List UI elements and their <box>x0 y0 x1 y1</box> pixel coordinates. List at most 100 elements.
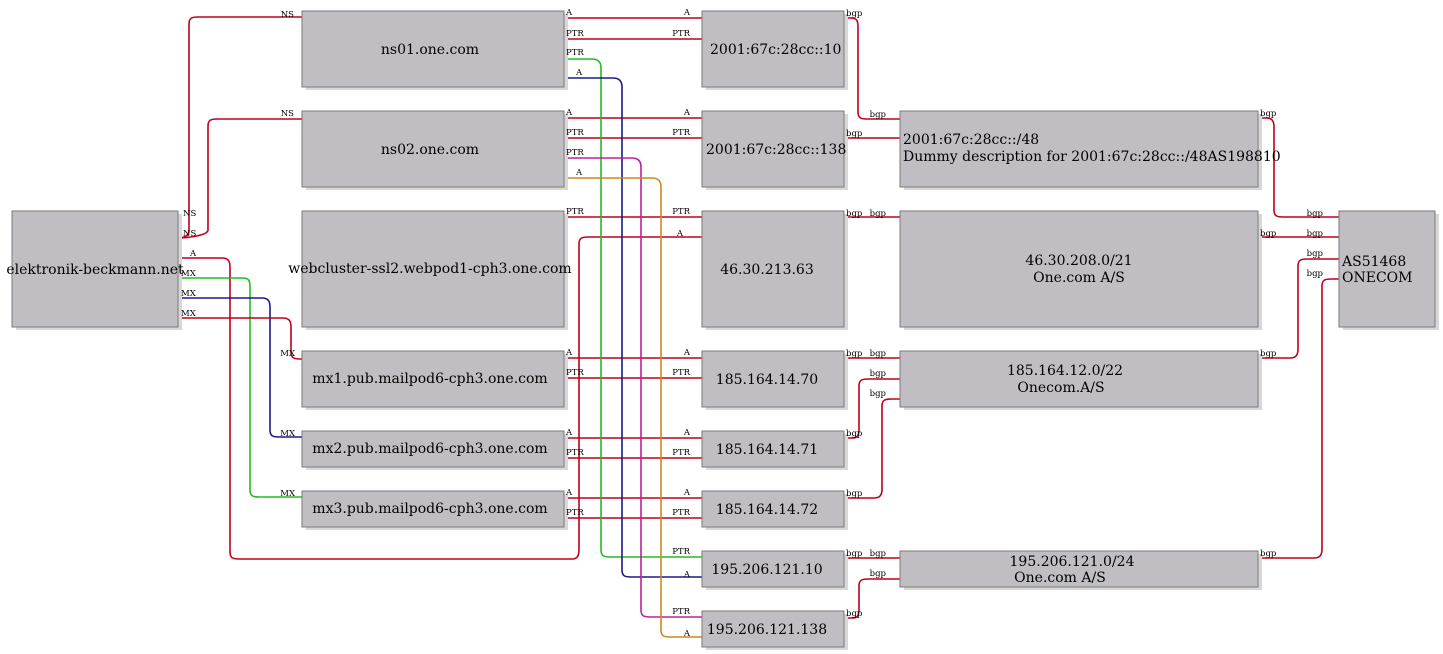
node-mx3[interactable]: mx3.pub.mailpod6-cph3.one.com <box>301 490 568 530</box>
edge-label-bgp-as-4: bgp <box>1307 269 1324 279</box>
edge-label-bgp-src-2001-10: bgp <box>846 9 863 19</box>
node-mx1-label: mx1.pub.mailpod6-cph3.one.com <box>312 371 547 387</box>
edge-ptr-ns02-195-138 <box>564 157 702 618</box>
edge-label-a-domain: A <box>189 249 197 259</box>
node-ip-185-70-label: 185.164.14.70 <box>716 372 818 388</box>
edge-label-dst-web-ptr: PTR <box>672 207 690 217</box>
edge-label-bgp-p1: bgp <box>1260 109 1277 119</box>
node-mx1[interactable]: mx1.pub.mailpod6-cph3.one.com <box>301 350 568 410</box>
edge-label-ns-1: NS <box>183 209 196 219</box>
edge-label-bgp-p2: bgp <box>1260 229 1277 239</box>
edge-mx-mx3 <box>178 277 302 498</box>
edge-label-bgp-p4: bgp <box>1260 549 1277 559</box>
node-ip-2001-138-label: 2001:67c:28cc::138 <box>706 142 846 158</box>
edge-label-dst-mx2-ptr: PTR <box>672 448 690 458</box>
edge-label-bgp-src-185-70: bgp <box>846 349 863 359</box>
node-ip-2001-10-label: 2001:67c:28cc::10 <box>710 42 841 58</box>
node-ip-185-72-label: 185.164.14.72 <box>716 502 818 518</box>
edge-label-ptr-195-10: PTR <box>672 547 690 557</box>
edge-bgp-2001-10 <box>844 17 900 120</box>
node-ns02[interactable]: ns02.one.com <box>301 110 568 190</box>
node-ip-2001-138[interactable]: 2001:67c:28cc::138 <box>701 110 848 190</box>
node-domain[interactable]: elektronik-beckmann.net <box>6 210 184 330</box>
node-mx2-label: mx2.pub.mailpod6-cph3.one.com <box>312 441 547 457</box>
node-mx2[interactable]: mx2.pub.mailpod6-cph3.one.com <box>301 430 568 470</box>
edge-label-bgp-as-3: bgp <box>1307 249 1324 259</box>
edge-label-mx-2: MX <box>181 289 197 299</box>
edge-label-a-ns02-o: A <box>575 168 583 178</box>
edge-label-mx2: MX <box>280 429 296 439</box>
edge-label-bgp-dst-46: bgp <box>870 209 887 219</box>
edge-label-bgp-dst-2001: bgp <box>870 110 887 120</box>
edge-label-ptr-195-138: PTR <box>672 607 690 617</box>
node-prefix-46[interactable]: 46.30.208.0/21 One.com A/S <box>899 210 1262 330</box>
node-prefix-185-line1: 185.164.12.0/22 <box>1007 363 1123 379</box>
edge-ns-ns02 <box>177 118 302 239</box>
edge-label-bgp-dst-185-b: bgp <box>870 369 887 379</box>
edge-label-dst-ns01-ptr: PTR <box>672 29 690 39</box>
edge-label-bgp-p3: bgp <box>1260 349 1277 359</box>
edge-label-mx3: MX <box>280 489 296 499</box>
edge-label-bgp-src-195-10: bgp <box>846 549 863 559</box>
node-ip-185-71-label: 185.164.14.71 <box>716 442 818 458</box>
node-ip-195-10-label: 195.206.121.10 <box>711 562 822 578</box>
edge-label-ptr-ns02-m: PTR <box>566 148 584 158</box>
node-prefix-195-line2: One.com A/S <box>1014 570 1106 586</box>
edge-label-src-mx1-a: A <box>565 348 573 358</box>
node-mx3-label: mx3.pub.mailpod6-cph3.one.com <box>312 501 547 517</box>
node-ip-185-71[interactable]: 185.164.14.71 <box>701 430 848 470</box>
node-ip-185-70[interactable]: 185.164.14.70 <box>701 350 848 410</box>
edge-label-src-ns02-a: A <box>565 108 573 118</box>
edge-label-dst-ns02-a: A <box>683 108 691 118</box>
edge-bgp-pfx185-as <box>1258 258 1339 359</box>
edge-label-bgp-dst-185-c: bgp <box>870 389 887 399</box>
node-ip-185-72[interactable]: 185.164.14.72 <box>701 490 848 530</box>
edge-label-a-ns01-b: A <box>575 68 583 78</box>
node-prefix-185[interactable]: 185.164.12.0/22 Onecom.A/S <box>899 350 1262 410</box>
edge-label-bgp-src-185-71: bgp <box>846 429 863 439</box>
node-ip-195-138[interactable]: 195.206.121.138 <box>701 610 848 650</box>
edge-mx-mx2 <box>178 297 302 438</box>
edge-label-ptr-ns01-g: PTR <box>566 48 584 58</box>
edge-label-bgp-dst-195-a: bgp <box>870 549 887 559</box>
edge-label-src-ns01-ptr: PTR <box>566 29 584 39</box>
edge-label-ns02: NS <box>281 109 294 119</box>
node-prefix-195-line1: 195.206.121.0/24 <box>1010 554 1135 570</box>
node-ns01[interactable]: ns01.one.com <box>301 10 568 90</box>
nodes-layer: elektronik-beckmann.net ns01.one.com ns0… <box>6 10 1439 650</box>
edge-label-src-mx2-a: A <box>565 428 573 438</box>
node-prefix-2001[interactable]: 2001:67c:28cc::/48 Dummy description for… <box>899 110 1281 190</box>
node-ip-46[interactable]: 46.30.213.63 <box>701 210 848 330</box>
node-as-line2: ONECOM <box>1342 270 1412 286</box>
edge-bgp-pfx195-as <box>1258 278 1339 559</box>
edge-label-ns-2: NS <box>183 229 196 239</box>
node-prefix-2001-line2: Dummy description for 2001:67c:28cc::/48… <box>903 149 1281 165</box>
node-webcluster-label: webcluster-ssl2.webpod1-cph3.one.com <box>288 261 571 277</box>
edge-a-ns02-195-138 <box>564 177 702 638</box>
node-webcluster[interactable]: webcluster-ssl2.webpod1-cph3.one.com <box>288 210 572 330</box>
edge-label-src-mx3-ptr: PTR <box>566 508 584 518</box>
edge-label-bgp-dst-185-a: bgp <box>870 349 887 359</box>
edge-label-mx1: MX <box>280 349 296 359</box>
edge-a-ns01-195-10 <box>564 77 702 578</box>
node-prefix-195[interactable]: 195.206.121.0/24 One.com A/S <box>899 550 1262 590</box>
node-ip-195-10[interactable]: 195.206.121.10 <box>701 550 848 590</box>
edge-bgp-185-71 <box>844 378 900 439</box>
node-ip-2001-10[interactable]: 2001:67c:28cc::10 <box>701 10 848 90</box>
edge-label-dst-ns01-a: A <box>683 8 691 18</box>
edge-label-dst-mx2-a: A <box>683 428 691 438</box>
node-as-line1: AS51468 <box>1341 254 1406 270</box>
edge-label-dst-mx3-a: A <box>683 488 691 498</box>
edge-label-mx-3: MX <box>181 309 197 319</box>
edge-label-src-web-ptr: PTR <box>566 207 584 217</box>
edge-bgp-pfx2001-as <box>1258 117 1339 218</box>
node-prefix-185-line2: Onecom.A/S <box>1017 380 1104 396</box>
edge-label-bgp-src-185-72: bgp <box>846 489 863 499</box>
edge-label-bgp-src-46: bgp <box>846 209 863 219</box>
edge-bgp-195-138 <box>844 578 900 619</box>
edge-a-domain-46 <box>178 236 702 560</box>
edge-label-a-195-10: A <box>683 570 691 580</box>
node-as[interactable]: AS51468 ONECOM <box>1338 210 1439 330</box>
edge-label-mx-1: MX <box>181 269 197 279</box>
